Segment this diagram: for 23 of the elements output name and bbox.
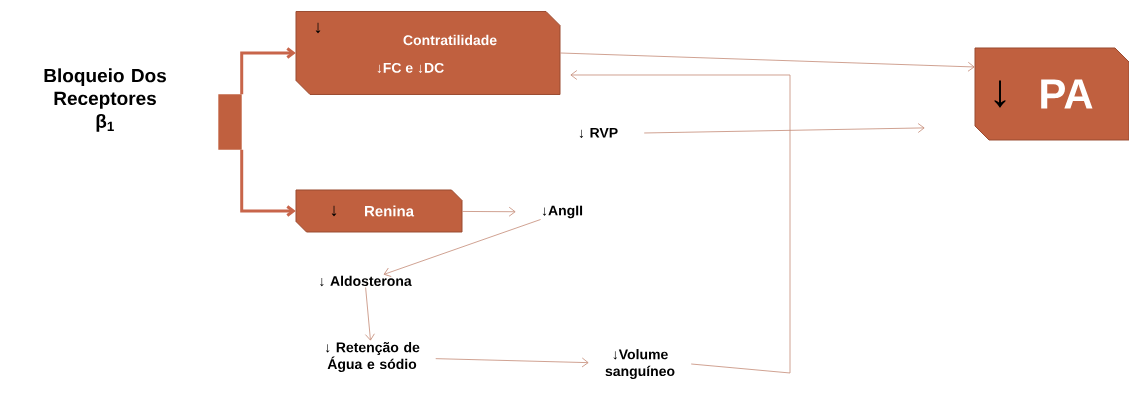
box-text: PA <box>1041 79 1093 109</box>
label-text: Bloqueio Dos Receptores β$_{1}$ <box>44 68 166 132</box>
label-text: ↓Volume sanguíneo <box>605 349 675 379</box>
arrow <box>365 287 375 341</box>
box-text: ↓ <box>994 80 1006 108</box>
box-text: ↓ <box>315 22 321 34</box>
arrow <box>559 52 975 72</box>
arrow <box>435 357 589 368</box>
arrow <box>643 123 925 134</box>
arrow <box>570 70 791 374</box>
arrow <box>240 47 296 95</box>
arrow <box>383 219 541 277</box>
bar <box>218 94 242 150</box>
label-text: ↓ Aldosterona <box>320 275 412 287</box>
label-text: ↓ RVP <box>579 127 618 138</box>
arrow <box>461 206 516 217</box>
label-text: ↓ Retenção de Água e sódio <box>326 342 420 372</box>
box-text: ↓FC e ↓DC <box>377 62 444 74</box>
label-text: ↓AngII <box>542 205 583 219</box>
arrow <box>240 149 296 217</box>
box-text: Renina <box>365 205 415 217</box>
box-text: Contratilidade <box>403 34 497 46</box>
box-text: ↓ <box>331 205 337 217</box>
